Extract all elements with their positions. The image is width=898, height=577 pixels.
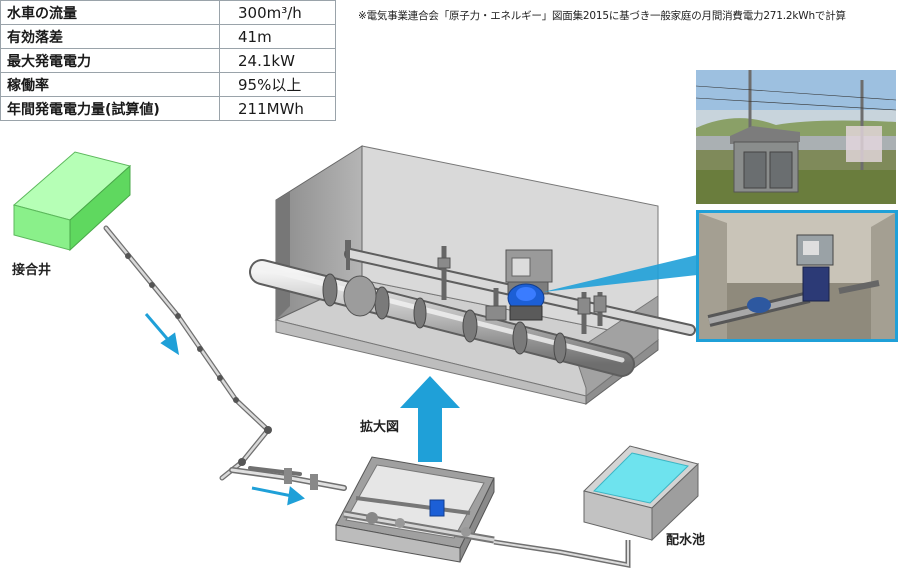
spec-value: 24.1kW: [219, 48, 336, 73]
spec-value: 211MWh: [219, 96, 336, 121]
photo-interior: [696, 210, 898, 342]
spec-value: 300m³/h: [219, 0, 336, 25]
distribution-reservoir-label: 配水池: [666, 533, 706, 548]
spec-table: 水車の流量 300m³/h 有効落差 41m 最大発電電力 24.1kW 稼働率…: [0, 0, 336, 121]
flow-arrow-icon: [144, 313, 305, 506]
table-row: 稼働率 95%以上: [0, 72, 336, 97]
junction-well-label: 接合井: [12, 263, 52, 278]
table-row: 最大発電電力 24.1kW: [0, 48, 336, 73]
exterior-photo-image: [696, 70, 896, 204]
powerhouse-enlarged: [249, 145, 696, 405]
spec-label: 水車の流量: [0, 0, 220, 25]
junction-well: [12, 151, 132, 252]
spec-label: 年間発電電力量(試算値): [0, 96, 220, 121]
callout-wedge: [543, 255, 697, 292]
enlarge-arrow-icon: [400, 376, 460, 462]
enlarged-view-label: 拡大図: [360, 420, 400, 435]
interior-photo-image: [699, 213, 895, 339]
table-row: 年間発電電力量(試算値) 211MWh: [0, 96, 336, 121]
penstock-pipe: [103, 225, 347, 491]
photo-exterior: [696, 70, 896, 204]
spec-value: 95%以上: [219, 72, 336, 97]
table-row: 水車の流量 300m³/h: [0, 0, 336, 25]
spec-value: 41m: [219, 24, 336, 49]
distribution-reservoir: [583, 445, 699, 542]
powerhouse-small: [335, 456, 495, 563]
calculation-note: ※電気事業連合会「原子力・エネルギー」図面集2015に基づき一般家庭の月間消費電…: [358, 10, 846, 22]
outlet-pipe: [493, 539, 631, 569]
spec-label: 稼働率: [0, 72, 220, 97]
